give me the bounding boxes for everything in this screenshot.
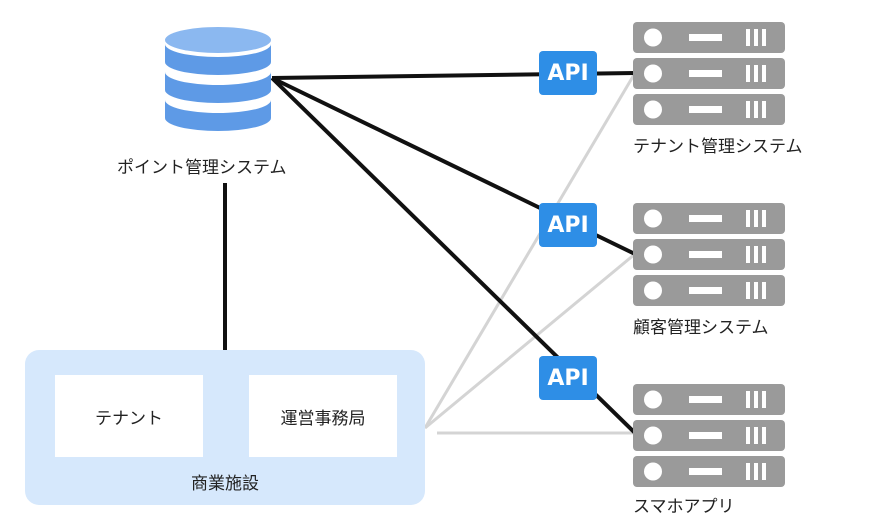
point-system-label: ポイント管理システム — [117, 158, 287, 178]
server-unit — [633, 22, 785, 53]
server-unit — [633, 456, 785, 487]
line-office-to-tenant-system — [423, 72, 637, 429]
api-badge-customer: API — [539, 203, 597, 247]
customer-system-label: 顧客管理システム — [633, 318, 769, 338]
smartphone-app-label: スマホアプリ — [633, 497, 735, 517]
server-racks — [633, 22, 785, 487]
server-rack-icon-smartphone-app — [633, 384, 785, 487]
office-label: 運営事務局 — [280, 408, 366, 429]
server-unit — [633, 94, 785, 125]
server-unit — [633, 420, 785, 451]
server-unit — [633, 203, 785, 234]
light-connections — [423, 72, 637, 435]
server-unit — [633, 275, 785, 306]
api-badge-smartphone: API — [539, 356, 597, 400]
database-icon — [165, 27, 271, 131]
api-badge-tenant: API — [539, 51, 597, 95]
server-unit — [633, 239, 785, 270]
server-rack-icon-tenant-system — [633, 22, 785, 125]
tenant-box: テナント — [55, 375, 203, 457]
server-unit — [633, 384, 785, 415]
tenant-system-label: テナント管理システム — [633, 137, 803, 157]
line-office-to-customer-system — [424, 252, 636, 430]
server-unit — [633, 58, 785, 89]
tenant-label: テナント — [95, 408, 163, 429]
server-rack-icon-customer-system — [633, 203, 785, 306]
office-box: 運営事務局 — [249, 375, 397, 457]
commercial-facility: テナント 運営事務局 商業施設 — [25, 350, 425, 505]
facility-label: 商業施設 — [191, 474, 259, 494]
